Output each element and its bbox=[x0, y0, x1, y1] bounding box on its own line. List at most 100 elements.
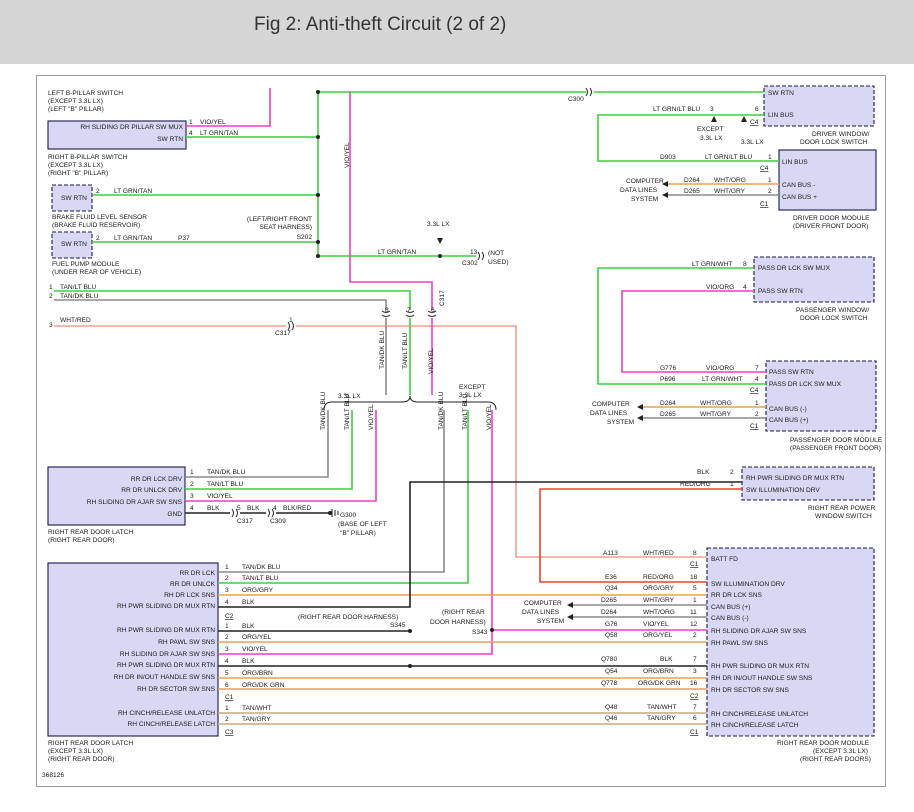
diagram-label: 8 bbox=[693, 550, 697, 557]
diagram-label: C300 bbox=[568, 96, 584, 103]
diagram-label: (RIGHT REAR DOOR) bbox=[48, 756, 115, 763]
diagram-label: 1 bbox=[755, 400, 759, 407]
diagram-label: (NOT bbox=[488, 250, 504, 257]
diagram-label: 2 bbox=[768, 188, 772, 195]
diagram-label: 3.3L LX bbox=[700, 135, 723, 142]
diagram-label: 4 bbox=[225, 599, 229, 606]
diagram-label: Q780 bbox=[601, 656, 617, 663]
diagram-label: LT GRN/LT BLU bbox=[653, 106, 700, 113]
diagram-label: WHT/ORG bbox=[700, 400, 732, 407]
diagram-label: BLK bbox=[697, 469, 710, 476]
arrow-except-lx bbox=[711, 116, 747, 122]
diagram-label: SYSTEM bbox=[537, 618, 564, 625]
diagram-label: (BASE OF LEFT bbox=[338, 521, 387, 528]
diagram-label: EXCEPT bbox=[697, 126, 723, 133]
passenger-window-door-lock-switch bbox=[753, 256, 875, 303]
diagram-label: "B" PILLAR) bbox=[340, 530, 376, 537]
diagram-label: 3.3L LX bbox=[459, 392, 482, 399]
diagram-label: G300 bbox=[340, 512, 356, 519]
diagram-label: 1 bbox=[289, 317, 293, 324]
diagram-label: (RIGHT REAR DOOR) bbox=[48, 537, 115, 544]
diagram-label: RH PWR SLIDING DR MUX RTN bbox=[117, 627, 215, 634]
diagram-label: WHT/RED bbox=[643, 550, 674, 557]
diagram-label: RH PAWL SW SNS bbox=[711, 640, 769, 647]
diagram-label: C3 bbox=[225, 729, 234, 736]
diagram-label: VIO/YEL bbox=[428, 348, 435, 374]
diagram-label: RH PAWL SW SNS bbox=[158, 639, 216, 646]
diagram-label: 3 bbox=[693, 668, 697, 675]
diagram-label: FUEL PUMP MODULE bbox=[52, 261, 120, 268]
diagram-label: Q58 bbox=[605, 632, 618, 639]
diagram-label: SW RTN bbox=[61, 195, 87, 202]
diagram-label: PASSENGER WINDOW/ bbox=[796, 307, 869, 314]
diagram-label: RIGHT B-PILLAR SWITCH bbox=[48, 154, 128, 161]
diagram-label: 1 bbox=[190, 469, 194, 476]
diagram-label: 3.3L LX bbox=[741, 139, 764, 146]
diagram-label: PASS DR LCK SW MUX bbox=[769, 381, 842, 388]
diagram-label: RIGHT REAR POWER bbox=[808, 505, 876, 512]
diagram-label: 2 bbox=[190, 481, 194, 488]
diagram-label: (UNDER REAR OF VEHICLE) bbox=[52, 269, 141, 276]
splice-s202-1 bbox=[316, 90, 320, 94]
diagram-label: 2 bbox=[225, 716, 229, 723]
wire-lx-vio-yel bbox=[185, 410, 377, 502]
diagram-label: D264 bbox=[601, 609, 617, 616]
header-bar: Fig 2: Anti-theft Circuit (2 of 2) bbox=[0, 0, 914, 64]
right-b-pillar-switch bbox=[47, 120, 187, 150]
diagram-label: VIO/ORG bbox=[706, 284, 734, 291]
wire-ex-tan-dk-blu bbox=[218, 410, 445, 573]
splice-s202-3 bbox=[316, 193, 320, 197]
wire-blk-mux bbox=[218, 481, 742, 608]
diagram-label: DATA LINES bbox=[590, 410, 628, 417]
diagram-label: CAN BUS (+) bbox=[769, 417, 808, 424]
diagram-label: TAN/LT BLU bbox=[344, 393, 351, 430]
wires bbox=[54, 88, 779, 725]
diagram-label: 3 bbox=[190, 493, 194, 500]
wire-tan-dk-blu-in bbox=[54, 299, 387, 310]
diagram-label: TAN/DK BLU bbox=[207, 469, 246, 476]
diagram-label: RR DR UNLCK bbox=[170, 581, 216, 588]
diagram-label: C4 bbox=[750, 119, 759, 126]
diagram-label: 1 bbox=[189, 119, 193, 126]
diagram-label: (EXCEPT 3.3L LX) bbox=[813, 748, 868, 755]
diagram-label: ORG/DK GRN bbox=[638, 680, 681, 687]
diagram-label: ORG/YEL bbox=[242, 634, 272, 641]
diagram-label: 2 bbox=[49, 293, 53, 300]
diagram-label: C317 bbox=[275, 330, 291, 337]
diagram-label: EXCEPT bbox=[459, 384, 485, 391]
diagram-label: (EXCEPT 3.3L LX) bbox=[48, 748, 103, 755]
diagram-label: (RIGHT "B" PILLAR) bbox=[48, 170, 108, 177]
diagram-label: 4 bbox=[190, 505, 194, 512]
diagram-label: RR DR LCK DRV bbox=[131, 476, 183, 483]
right-rear-door-module bbox=[706, 547, 875, 737]
diagram-label: LT GRN/TAN bbox=[200, 130, 238, 137]
splice-lin bbox=[438, 254, 442, 258]
diagram-label: C4 bbox=[750, 387, 759, 394]
splice-s202-4 bbox=[316, 240, 320, 244]
wire-tan-lt-blu-in bbox=[54, 290, 411, 310]
diagram-label: 2 bbox=[96, 235, 100, 242]
diagram-label: 1 bbox=[225, 705, 229, 712]
diagram-label: 13 bbox=[470, 249, 478, 256]
diagram-label: BATT FD bbox=[711, 556, 738, 563]
diagram-label: Q778 bbox=[601, 680, 617, 687]
diagram-label: 2 bbox=[225, 575, 229, 582]
diagram-label: VIO/YEL bbox=[368, 404, 375, 430]
diagram-label: D265 bbox=[601, 597, 617, 604]
diagram-label: SW RTN bbox=[768, 90, 794, 97]
diagram-label: DOOR LOCK SWITCH bbox=[800, 139, 868, 146]
splice-s345 bbox=[408, 629, 412, 633]
diagram-label: BLK bbox=[242, 658, 255, 665]
diagram-label: 2 bbox=[96, 188, 100, 195]
diagram-label: RH PWR SLIDING DR MUX RTN bbox=[117, 662, 215, 669]
diagram-label: CAN BUS - bbox=[782, 182, 815, 189]
diagram-label: G76 bbox=[605, 621, 618, 628]
diagram-label: 7 bbox=[693, 656, 697, 663]
diagram-label: RH SLIDING DR AJAR SW SNS bbox=[87, 499, 183, 506]
connector-c300 bbox=[585, 87, 592, 97]
diagram-label: BLK bbox=[660, 656, 673, 663]
diagram-label: TAN/LT BLU bbox=[462, 393, 469, 430]
diagram-label: RR DR LCK SNS bbox=[711, 592, 763, 599]
diagram-label: C302 bbox=[462, 260, 478, 267]
